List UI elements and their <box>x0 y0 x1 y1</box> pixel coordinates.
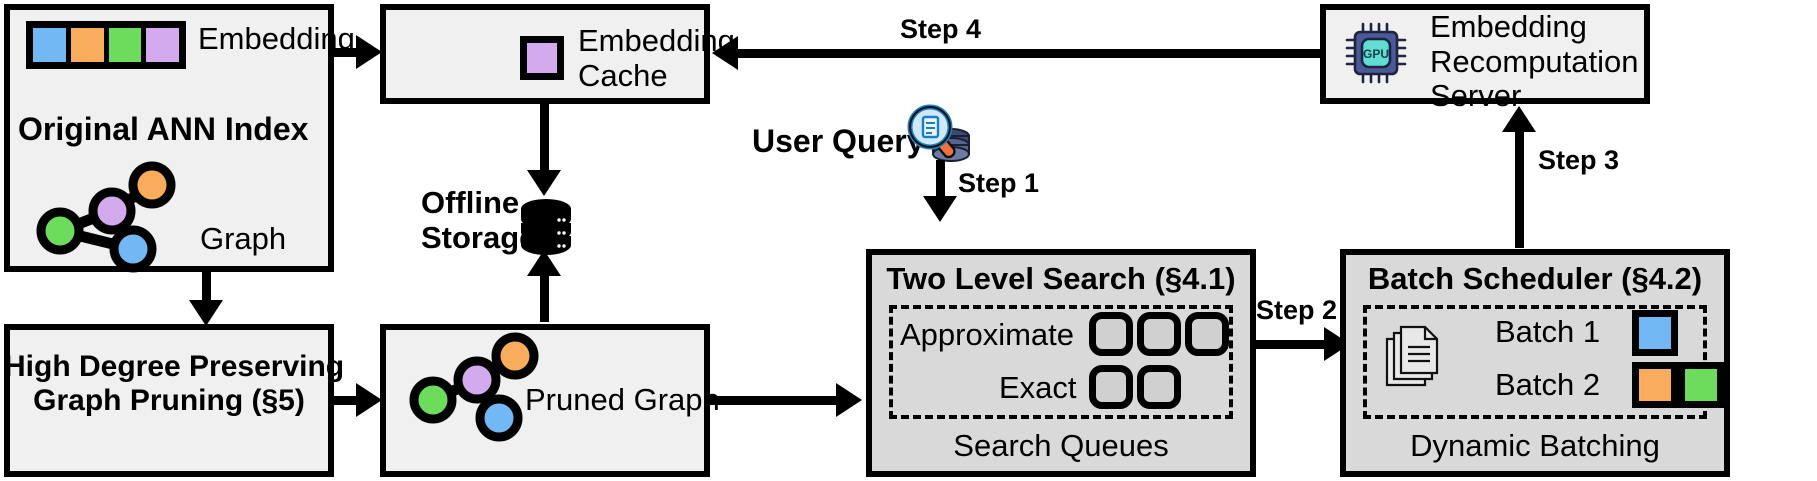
two-level-search-box <box>866 249 1256 477</box>
batch-2-swatch-green <box>1678 362 1724 408</box>
gpu-icon: GPU <box>1345 22 1407 84</box>
batch-2-swatch-orange <box>1632 362 1678 408</box>
magnifier-database-icon <box>900 103 972 171</box>
embedding-label: Embedding <box>198 21 355 56</box>
dynamic-batching-caption: Dynamic Batching <box>1410 428 1660 463</box>
pruned-node-orange <box>491 332 539 380</box>
embedding-cache-title: Embedding Cache <box>578 23 735 93</box>
arrow-step3-head <box>1502 106 1536 132</box>
embedding-strip <box>26 21 186 69</box>
embedding-cell-blue <box>33 28 71 62</box>
arrow-step2-shaft <box>1256 340 1334 349</box>
original-ann-index-title: Original ANN Index <box>18 111 309 147</box>
arrow-pruned-to-storage-shaft <box>540 272 549 322</box>
ann-index-graph <box>30 161 210 273</box>
batch-2-label: Batch 2 <box>1495 367 1601 402</box>
arrow-step4-head <box>712 36 738 70</box>
embedding-cell-purple <box>146 28 179 62</box>
arrow-index-to-pruning-head <box>189 300 223 326</box>
pruned-node-green <box>409 376 457 424</box>
batch-1-label: Batch 1 <box>1495 314 1601 349</box>
arrow-pruned-to-search-shaft <box>710 396 844 405</box>
approximate-slot-1 <box>1089 312 1133 356</box>
arrow-pruned-to-storage-head <box>527 250 561 276</box>
graph-node-purple <box>88 187 136 235</box>
embedding-cell-green <box>108 28 147 62</box>
arrow-step4-shaft <box>726 49 1320 58</box>
pruned-node-blue <box>475 394 523 442</box>
approximate-slot-2 <box>1137 312 1181 356</box>
search-queues-caption: Search Queues <box>953 428 1169 463</box>
exact-label: Exact <box>999 370 1077 405</box>
embedding-cell-orange <box>70 28 109 62</box>
arrow-step1-head <box>923 196 957 222</box>
search-queues-dashed-region <box>889 305 1233 419</box>
documents-icon <box>1383 325 1441 391</box>
two-level-search-title: Two Level Search (§4.1) <box>886 261 1236 296</box>
graph-pruning-title: High Degree Preserving Graph Pruning (§5… <box>4 350 345 417</box>
approximate-slot-3 <box>1185 312 1229 356</box>
arrow-index-to-cache-shaft <box>334 48 362 57</box>
arrow-index-to-pruning-shaft <box>202 272 211 310</box>
pruned-graph-label: Pruned Graph <box>525 382 720 417</box>
arrow-index-to-cache-head <box>356 35 382 69</box>
database-icon <box>519 198 573 256</box>
step2-label: Step 2 <box>1256 295 1338 325</box>
graph-node-green <box>36 207 84 255</box>
graph-label: Graph <box>200 221 287 256</box>
exact-slot-2 <box>1137 365 1181 409</box>
arrow-cache-to-storage-head <box>527 170 561 196</box>
user-query-label: User Query <box>752 123 925 159</box>
gpu-icon-text: GPU <box>1363 47 1389 61</box>
graph-node-orange <box>128 161 176 209</box>
arrow-pruning-to-pruned-head <box>356 383 382 417</box>
arrow-step3-shaft <box>1515 130 1524 248</box>
graph-pruning-box <box>4 324 334 477</box>
pruned-graph-visual <box>405 332 545 443</box>
approximate-label: Approximate <box>900 317 1075 352</box>
step1-label: Step 1 <box>958 168 1040 198</box>
exact-slot-1 <box>1089 365 1133 409</box>
batch-scheduler-title: Batch Scheduler (§4.2) <box>1367 261 1703 296</box>
arrow-cache-to-storage-shaft <box>540 104 549 180</box>
embedding-cache-swatch <box>520 36 564 80</box>
arrow-pruning-to-pruned-shaft <box>334 396 362 405</box>
pruned-node-purple <box>453 356 501 404</box>
step4-label: Step 4 <box>900 14 982 44</box>
arrow-step1-shaft <box>936 160 945 206</box>
batch-1-swatch-blue <box>1632 310 1678 356</box>
graph-node-blue <box>109 225 157 273</box>
step3-label: Step 3 <box>1538 145 1620 175</box>
recomputation-server-title: Embedding Recomputation Server <box>1430 9 1639 114</box>
arrow-pruned-to-search-head <box>836 383 862 417</box>
offline-storage-label: Offline Storage <box>421 185 537 255</box>
